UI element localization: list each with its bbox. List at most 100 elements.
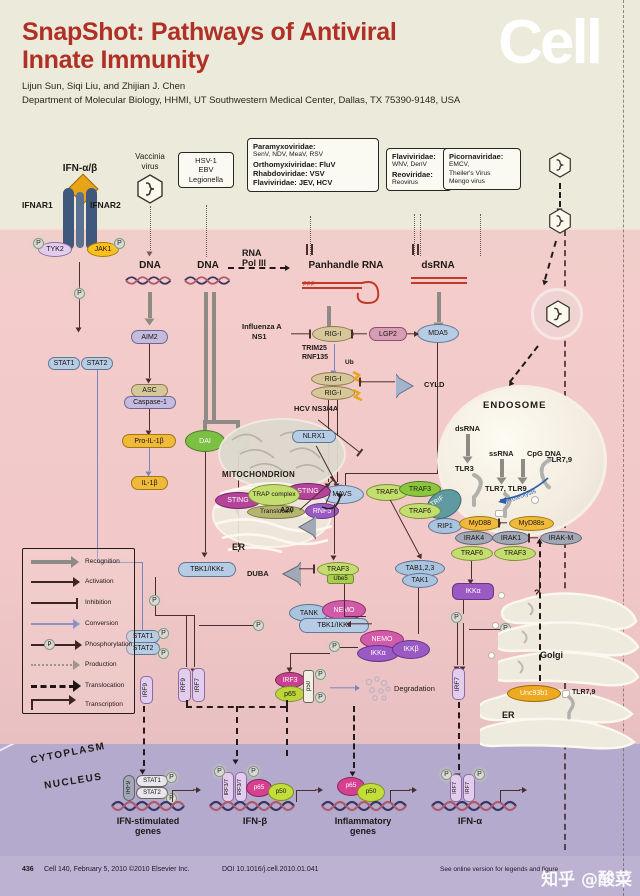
node-traf3-1[interactable]: TRAF3	[399, 481, 441, 497]
footer-page: 436	[22, 866, 34, 873]
dna-label-1: DNA	[139, 260, 161, 271]
node-tyk2[interactable]: TYK2	[38, 242, 72, 257]
node-cyld: CYLD	[424, 380, 445, 389]
hcv-label-1: HCV NS3/4A	[294, 404, 339, 413]
node-ikba[interactable]: p50	[303, 670, 314, 703]
svg-text:PPP: PPP	[303, 282, 315, 288]
affiliation: Department of Molecular Biology, HHMI, U…	[22, 95, 461, 106]
unc93b1-anchor	[562, 690, 570, 698]
node-tbk1-1[interactable]: TBK1/IKKε	[178, 562, 236, 577]
nuc-node-stat1[interactable]: STAT1	[136, 775, 168, 787]
node-rnf5[interactable]: RNF5	[305, 503, 339, 519]
node-aim2[interactable]: AIM2	[131, 330, 168, 344]
nuc-transcription-stem-3	[390, 790, 392, 802]
translocate-p65	[286, 706, 288, 756]
nuc-phospho-irf-a: P	[214, 766, 225, 777]
node-irf7-2[interactable]: IRF7	[452, 668, 465, 700]
node-traf3-2[interactable]: TRAF3	[494, 546, 536, 561]
panhandle-rna-label: Panhandle RNA	[308, 260, 384, 271]
footer-doi: DOI 10.1016/j.cell.2010.01.041	[222, 866, 319, 873]
legend-icon-transcription-stem	[31, 699, 33, 710]
tlr79-er-icon	[567, 695, 575, 721]
node-jak1[interactable]: JAK1	[87, 242, 119, 257]
dna2-branch-bar	[203, 420, 239, 424]
ifnar1-receptor	[63, 188, 74, 250]
node-irak1[interactable]: IRAK1	[492, 531, 530, 545]
nuc-phospho-stat1: P	[166, 772, 177, 783]
node-myd88s[interactable]: MyD88s	[509, 516, 554, 531]
nuc-node-stat2[interactable]: STAT2	[136, 787, 168, 799]
node-pro-il1b[interactable]: Pro-IL-1β	[122, 434, 176, 448]
watermark: 知乎 @酸菜	[541, 870, 632, 890]
tlr7-tlr9-label: TLR7, TLR9	[485, 484, 527, 493]
nuc-transcription-h-3	[390, 790, 410, 792]
translocate-branch-r	[286, 700, 288, 708]
nuc-node-irf9[interactable]: IRF9	[123, 775, 135, 801]
tlr3-label: TLR3	[455, 464, 474, 473]
node-irf3-1[interactable]: IRF7	[192, 668, 205, 702]
legend-icon-recognition	[31, 560, 73, 564]
rna-pol-iii-label-2: Pol III	[242, 258, 267, 268]
node-traf6-2[interactable]: TRAF6	[399, 503, 441, 519]
nuc-node-p50-infl[interactable]: p50	[357, 783, 385, 802]
nuc-node-irf7-b[interactable]: IRF7	[463, 774, 475, 802]
ifn-ab-label: IFN-α/β	[62, 163, 98, 174]
nuc-transcription-h-2	[296, 790, 316, 792]
node-irak4[interactable]: IRAK4	[455, 531, 493, 545]
nuc-transcription-stem-4	[500, 790, 502, 802]
pathogen-box-hsv: HSV-1 EBV Legionella	[178, 152, 234, 189]
ikka-irf7-v	[457, 623, 459, 665]
question-phospho-h	[469, 629, 500, 631]
influenza-ns1-label-1: Influenza A	[242, 322, 282, 331]
translocate-stat	[143, 706, 145, 766]
duba-pacman-icon	[281, 561, 301, 587]
golgi-cargo-3	[488, 652, 495, 659]
node-rigi-b[interactable]: RIG-I	[311, 386, 355, 400]
node-trap-complex[interactable]: TRAP complex	[248, 484, 300, 506]
legend-icon-recognition-head	[71, 556, 79, 568]
tbk1-irf3-v	[194, 615, 196, 667]
node-myd88[interactable]: MyD88	[459, 516, 501, 531]
dna2-branch-stem-b	[212, 292, 216, 422]
tlr79-er-label: TLR7,9	[572, 689, 596, 696]
pro-il1b-conv-line	[149, 448, 151, 471]
node-tak1[interactable]: TAK1	[402, 573, 438, 588]
node-traf6-3[interactable]: TRAF6	[451, 546, 493, 561]
degradation-label: Degradation	[394, 684, 435, 693]
nuc-phospho-irf7-a: P	[441, 769, 452, 780]
node-rigi-top[interactable]: RIG-I	[312, 326, 354, 342]
nuc-node-irf7-a[interactable]: IRF7	[450, 774, 462, 802]
phospho-ikba-2: P	[315, 692, 326, 703]
node-lgp2[interactable]: LGP2	[369, 327, 407, 341]
node-il1b[interactable]: IL-1β	[131, 476, 168, 490]
virus-extracellular-icon	[549, 152, 571, 178]
node-rip1[interactable]: RIP1	[428, 518, 462, 534]
node-ikka-1[interactable]: IKKα	[452, 583, 494, 600]
node-p50-cyto[interactable]: p65	[275, 686, 305, 702]
node-tbk1-2[interactable]: TBK1/IKKε	[299, 618, 369, 633]
node-irf9-cyto[interactable]: IRF9	[140, 676, 153, 704]
tbk1-irf7-v	[186, 615, 188, 667]
pathogen-box-paramyxoviridae: Paramyxoviridae: SenV, NDV, MeaV, RSV Or…	[247, 138, 379, 192]
legend-icon-translocation-head	[73, 680, 81, 692]
connector-hsv	[206, 205, 207, 257]
phospho-stat1-low: P	[158, 628, 169, 639]
node-stat1-top[interactable]: STAT1	[48, 357, 80, 370]
node-mda5[interactable]: MDA5	[417, 324, 459, 343]
node-stat2-top[interactable]: STAT2	[81, 357, 113, 370]
node-rigi-a[interactable]: RIG-I	[311, 372, 355, 386]
node-translocon[interactable]: Translocon	[247, 505, 305, 519]
nuc-node-p50-ifnb[interactable]: p50	[268, 783, 294, 801]
node-traf3-3[interactable]: TRAF3	[317, 562, 359, 577]
node-unc93b1[interactable]: Unc93b1	[507, 685, 561, 702]
node-nlrx1[interactable]: NLRX1	[292, 430, 336, 443]
node-irf7-1[interactable]: IRF9	[178, 668, 191, 702]
node-irak-m[interactable]: IRAK-M	[540, 531, 582, 545]
node-ikkb[interactable]: IKKβ	[392, 640, 430, 659]
ssrna-tlr7-line	[500, 459, 504, 477]
node-caspase1[interactable]: Caspase-1	[124, 396, 176, 409]
tbk1-p-line2	[155, 606, 157, 616]
legend-label-transcription: Transcription	[85, 701, 123, 708]
legend-icon-activation-head	[73, 577, 80, 587]
stat-conversion-v	[97, 370, 99, 563]
